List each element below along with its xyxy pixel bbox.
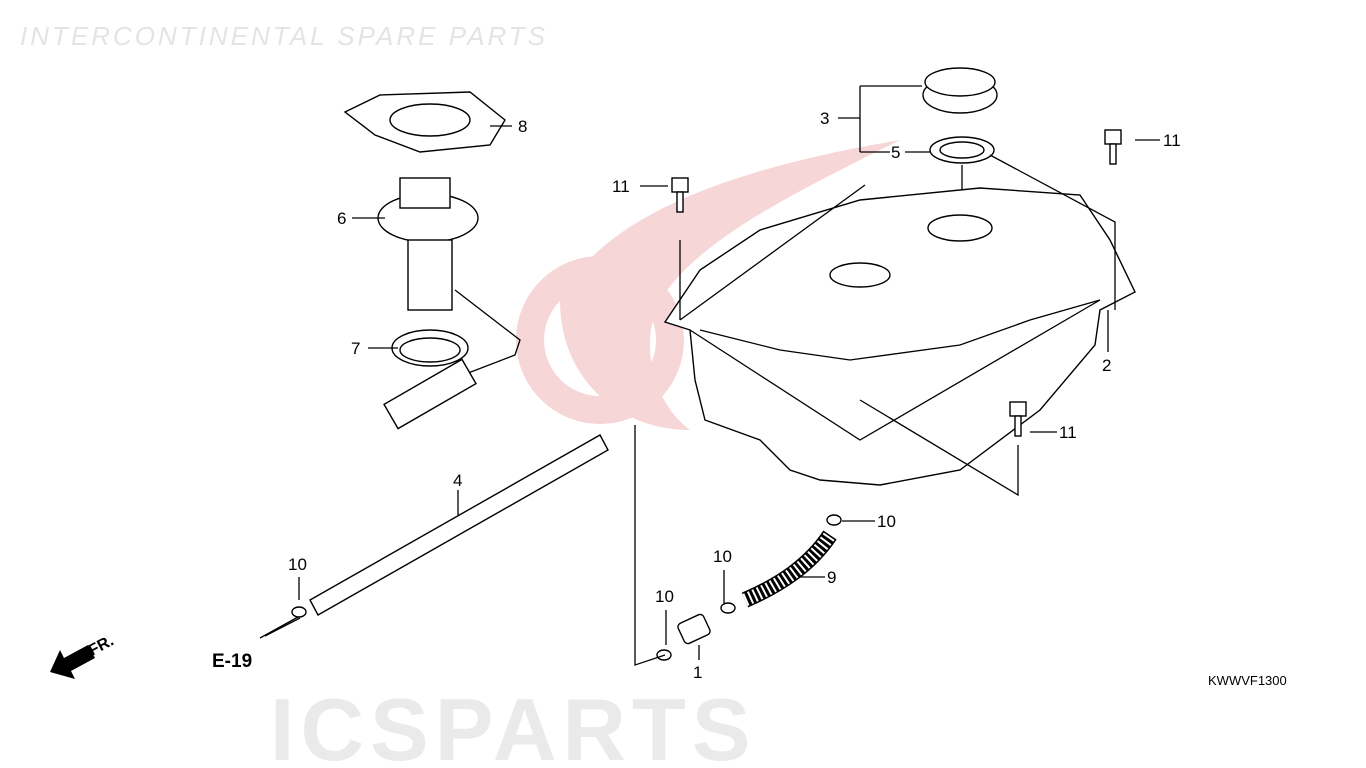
callout-2[interactable]: 2 [1102, 356, 1111, 375]
hose-clip-part[interactable] [720, 570, 736, 614]
bolt-part[interactable] [859, 399, 1057, 497]
callout-3[interactable]: 3 [820, 109, 829, 128]
callout-10[interactable]: 10 [288, 555, 307, 574]
callout-11[interactable]: 11 [1163, 131, 1181, 150]
callout-5[interactable]: 5 [891, 143, 900, 162]
reference-label[interactable]: E-19 [212, 651, 252, 672]
fuel-hose-part[interactable] [741, 530, 837, 608]
callout-11[interactable]: 11 [1059, 423, 1077, 442]
lock-ring-part[interactable] [343, 91, 512, 153]
bolt-part[interactable] [1104, 129, 1160, 165]
front-direction-arrow: FR. [50, 632, 117, 679]
watermark-brand: ICSPARTS [270, 680, 756, 768]
callout-10[interactable]: 10 [877, 512, 896, 531]
callout-7[interactable]: 7 [351, 339, 360, 358]
callout-10[interactable]: 10 [655, 587, 674, 606]
callout-1[interactable]: 1 [693, 663, 702, 682]
callout-8[interactable]: 8 [518, 117, 527, 136]
diagram-code: KWWVF1300 [1208, 673, 1287, 688]
callout-6[interactable]: 6 [337, 209, 346, 228]
callout-4[interactable]: 4 [453, 471, 462, 490]
fuel-cap-part[interactable] [838, 67, 998, 153]
callout-9[interactable]: 9 [827, 568, 836, 587]
bolt-part[interactable] [640, 177, 689, 213]
fuel-pump-part[interactable] [352, 177, 521, 430]
hose-clip-part[interactable] [291, 606, 307, 618]
reference-arrow [259, 616, 299, 639]
pump-seal-part[interactable] [368, 329, 469, 367]
watermark-tagline: INTERCONTINENTAL SPARE PARTS [20, 21, 548, 51]
hose-clip-part[interactable] [656, 610, 672, 661]
fuel-filter-part[interactable] [264, 425, 711, 666]
watermark: ICSPARTS INTERCONTINENTAL SPARE PARTS [20, 21, 900, 768]
callout-11[interactable]: 11 [612, 177, 630, 196]
breather-hose-part[interactable] [298, 434, 609, 616]
callout-10[interactable]: 10 [713, 547, 732, 566]
hose-clip-part[interactable] [826, 514, 875, 526]
